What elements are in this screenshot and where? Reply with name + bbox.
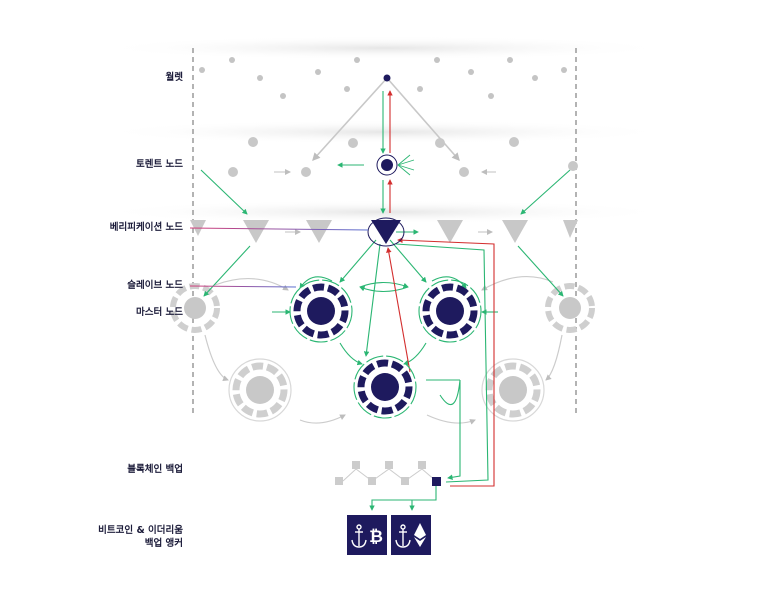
- anchor-icon: [395, 524, 411, 548]
- bitcoin-anchor-box: ₿: [347, 515, 387, 555]
- torrent-node: [376, 154, 415, 176]
- torrent-dots: [228, 137, 578, 177]
- anchor-icon: [351, 524, 367, 548]
- ethereum-icon: [414, 523, 426, 547]
- grey-nodes: [170, 169, 595, 425]
- red-connections: [386, 90, 495, 487]
- label-torrent-node: 토렌트 노드: [135, 159, 183, 170]
- grey-node-right-edge: [545, 283, 595, 333]
- wallet-dots: [199, 57, 567, 99]
- verification-node: [367, 217, 405, 247]
- grey-node-lower-right: [481, 358, 545, 422]
- wallet-broadcast-lines: [312, 77, 460, 162]
- label-anchor: 비트코인 & 이더리움 백업 앵커: [98, 524, 183, 550]
- background-bands: [94, 36, 674, 224]
- ethereum-anchor-box: [391, 515, 431, 555]
- label-leader-lines: [189, 77, 382, 538]
- master-node-right: [418, 279, 482, 343]
- bitcoin-icon: ₿: [369, 527, 383, 547]
- label-blockchain-backup: 블록체인 백업: [127, 464, 183, 475]
- grey-node-lower-left: [228, 358, 292, 422]
- master-node-center: [353, 355, 417, 419]
- label-slave-node: 슬레이브 노드: [127, 280, 183, 291]
- label-wallet: 월렛: [165, 72, 183, 83]
- green-connections: [200, 91, 571, 511]
- label-verification-node: 베리피케이션 노드: [109, 222, 183, 233]
- label-master-node: 마스터 노드: [135, 307, 183, 318]
- blockchain-backup-blocks: [335, 461, 441, 486]
- wallet-node: [383, 74, 391, 82]
- master-node-left: [289, 279, 353, 343]
- label-anchor-line1: 비트코인 & 이더리움: [98, 525, 183, 536]
- label-anchor-line2: 백업 앵커: [144, 538, 183, 549]
